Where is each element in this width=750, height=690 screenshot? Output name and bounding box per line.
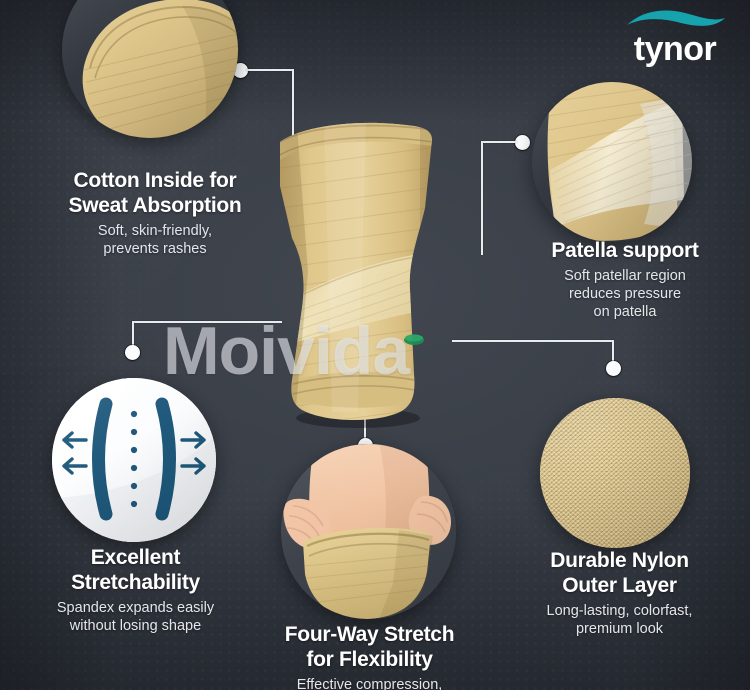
feature-image-four-way-stretch [281, 444, 456, 619]
nylon-knit-pattern [540, 398, 690, 548]
feature-subtitle-cotton-inside: Soft, skin-friendly, prevents rashes [97, 223, 213, 257]
feature-title-durable-nylon: Durable Nylon Outer Layer [550, 549, 689, 597]
patellar-region-closeup [532, 82, 692, 242]
connector-node-stretch [125, 345, 140, 360]
feature-caption-four-way-stretch: Four-Way Stretch for Flexibility Effecti… [252, 622, 487, 690]
connector-node-patella [515, 135, 530, 150]
feature-title-stretchability: Excellent Stretchability [71, 546, 200, 594]
connector-line-stretch-h [132, 321, 282, 323]
feature-title-cotton-inside: Cotton Inside for Sweat Absorption [68, 169, 242, 217]
connector-line-nylon-v [612, 340, 614, 368]
brand-name: tynor [633, 30, 717, 68]
connector-line-cotton-h [246, 69, 294, 71]
feature-caption-cotton-inside: Cotton Inside for Sweat Absorption Soft,… [20, 168, 290, 258]
feature-image-durable-nylon [540, 398, 690, 548]
brand-logo: tynor [620, 8, 730, 66]
connector-line-patella-v [481, 141, 483, 255]
connector-line-cotton-v [292, 69, 294, 147]
feature-caption-patella-support: Patella support Soft patellar region red… [505, 238, 745, 321]
stretch-arrows-icon [52, 378, 216, 542]
feature-subtitle-patella-support: Soft patellar region reduces pressure on… [564, 268, 686, 320]
connector-line-nylon-h [452, 340, 614, 342]
feature-title-four-way-stretch: Four-Way Stretch for Flexibility [284, 623, 455, 671]
feature-image-stretchability [52, 378, 216, 542]
connector-node-cotton [233, 63, 248, 78]
connector-line-patella-h [481, 141, 517, 143]
product-brand-tag [404, 334, 424, 345]
connector-node-nylon [606, 361, 621, 376]
feature-subtitle-stretchability: Spandex expands easily without losing sh… [56, 600, 215, 634]
feature-image-patella-support [532, 82, 692, 242]
feature-subtitle-four-way-stretch: Effective compression, [296, 677, 443, 690]
product-image-knee-cap [262, 112, 460, 430]
tynor-swoosh-icon [627, 10, 725, 26]
knee-cap-illustration [280, 122, 432, 428]
connector-line-fourway-v [364, 414, 366, 446]
feature-title-patella-support: Patella support [551, 239, 699, 262]
connector-line-stretch-v [132, 321, 134, 353]
feature-subtitle-durable-nylon: Long-lasting, colorfast, premium look [546, 603, 693, 637]
nylon-fabric-texture [540, 398, 690, 548]
feature-caption-durable-nylon: Durable Nylon Outer Layer Long-lasting, … [497, 548, 742, 638]
hands-stretching-sleeve [281, 444, 456, 619]
feature-caption-stretchability: Excellent Stretchability Spandex expands… [18, 545, 253, 635]
